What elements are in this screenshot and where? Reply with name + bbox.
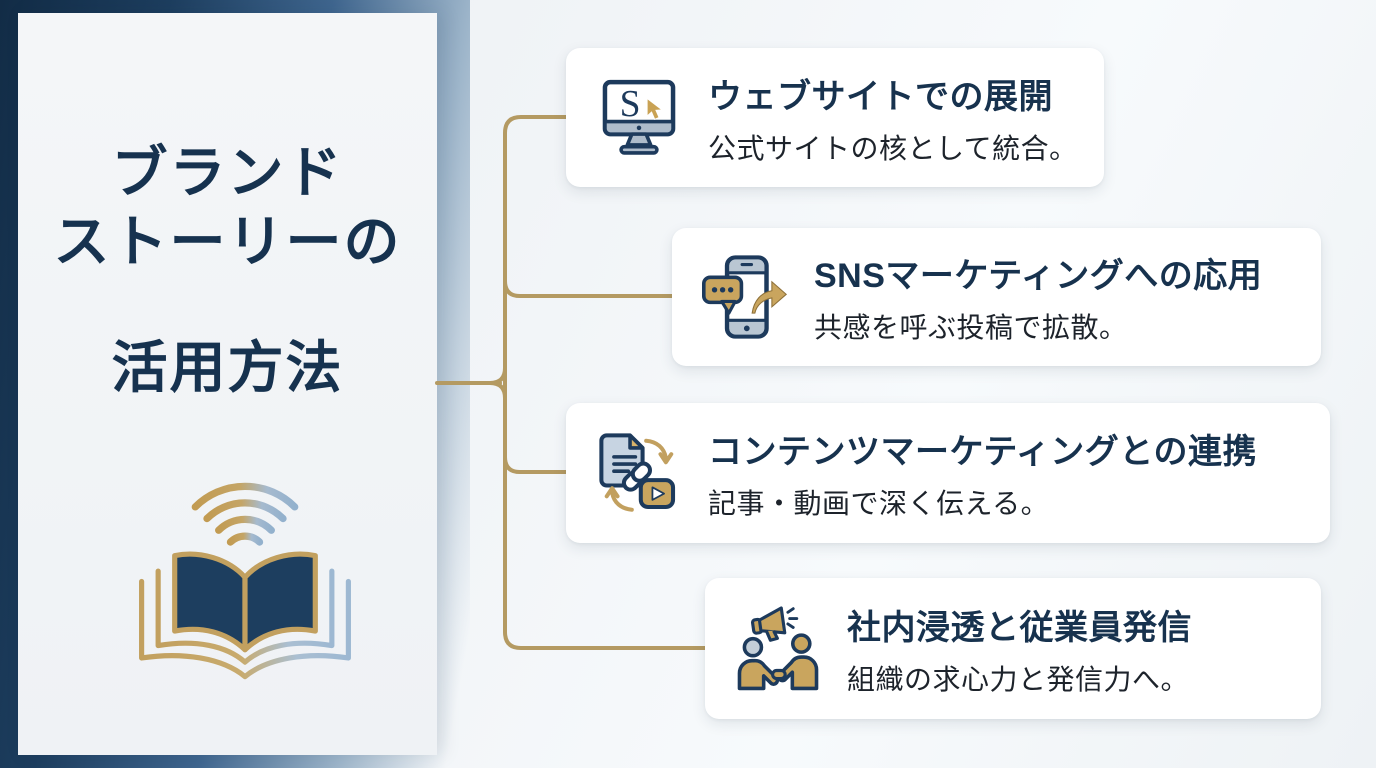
page-title-line-2: ストーリーの [53, 210, 402, 274]
card-title: コンテンツマーケティングとの連携 [708, 433, 1257, 471]
page-title-line-3: 活用方法 [111, 335, 344, 399]
open-book-broadcast-icon [110, 445, 380, 689]
monitor-s-cursor-icon: S [596, 75, 682, 161]
card-subtitle: 組織の求心力と発信力へ。 [847, 663, 1190, 695]
smartphone-share-icon [702, 254, 788, 340]
card-title: SNSマーケティングへの応用 [814, 257, 1263, 295]
card-title: 社内浸透と従業員発信 [847, 608, 1192, 647]
card-website: S ウェブサイトでの展開 公式サイトの核として統合。 [566, 48, 1104, 187]
title-panel: ブランド ストーリーの 活用方法 [18, 13, 437, 755]
card-subtitle: 記事・動画で深く伝える。 [708, 488, 1050, 519]
handshake-megaphone-icon [735, 605, 821, 692]
card-internal: 社内浸透と従業員発信 組織の求心力と発信力へ。 [705, 578, 1321, 719]
document-link-video-icon [596, 430, 682, 516]
page-title: ブランド ストーリーの 活用方法 [18, 138, 437, 402]
card-sns: SNSマーケティングへの応用 共感を呼ぶ投稿で拡散。 [672, 228, 1321, 366]
card-subtitle: 共感を呼ぶ投稿で拡散。 [814, 312, 1128, 343]
svg-text:S: S [620, 83, 641, 125]
card-title: ウェブサイトでの展開 [708, 77, 1053, 116]
card-content-marketing: コンテンツマーケティングとの連携 記事・動画で深く伝える。 [566, 403, 1330, 543]
page-title-line-1: ブランド [111, 141, 344, 204]
card-subtitle: 公式サイトの核として統合。 [708, 132, 1078, 164]
